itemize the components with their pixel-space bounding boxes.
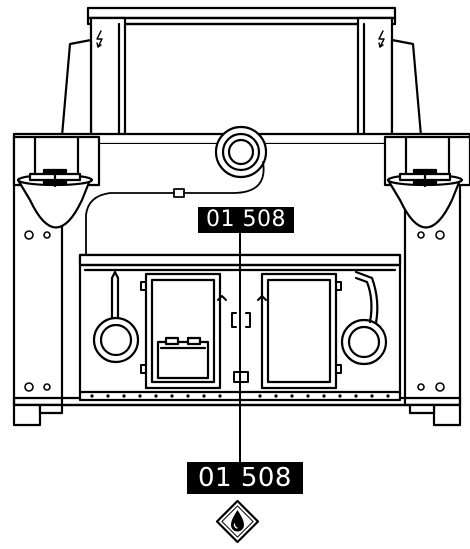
left-filter: [92, 270, 140, 364]
lightning-icon: [378, 30, 385, 48]
center-gauge: [214, 125, 268, 179]
part-number-label-bottom: 01 508: [187, 462, 303, 494]
door-hinges: [140, 281, 342, 374]
body-bolts: [24, 230, 445, 392]
panel-rivets: [90, 394, 390, 398]
right-door: [260, 272, 338, 390]
lightning-icon: [96, 30, 103, 48]
fluid-drop-icon: [215, 499, 260, 544]
left-door: [144, 272, 222, 390]
top-frame: [60, 6, 423, 138]
left-work-lamp: [16, 168, 94, 229]
right-work-lamp: [386, 168, 464, 229]
cable: [85, 161, 265, 256]
right-filter: [340, 270, 388, 366]
part-number-label-top: 01 508: [198, 207, 294, 233]
